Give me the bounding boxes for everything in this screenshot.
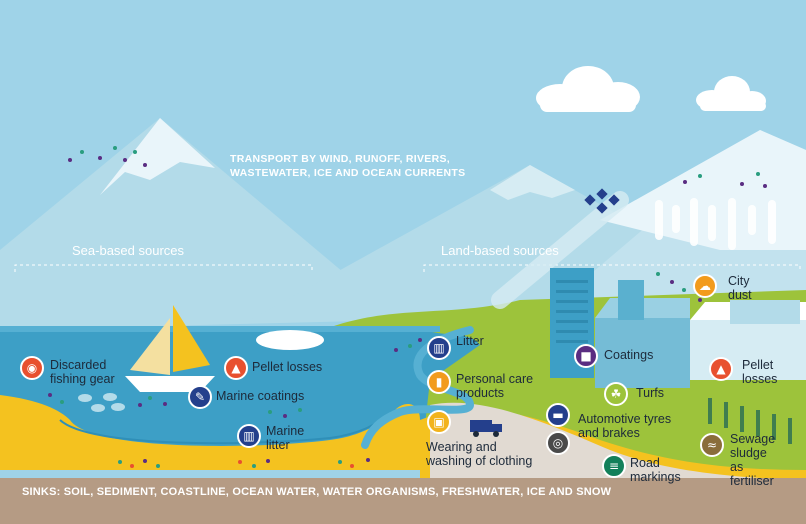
turfs-label: Turfs <box>636 386 665 400</box>
microplastic-particles <box>48 146 767 468</box>
car-icon: ▬ <box>546 403 570 427</box>
road-icon: ≡ <box>602 454 626 478</box>
pellet-icon: ▲ <box>224 356 248 380</box>
grass-icon: ☘ <box>604 382 628 406</box>
dust-icon: ☁ <box>693 274 717 298</box>
transport-line-2: WASTEWATER, ICE AND OCEAN CURRENTS <box>230 167 466 179</box>
land-sources-heading: Land-based sources <box>441 243 559 258</box>
sinks-footer: SINKS: SOIL, SEDIMENT, COASTLINE, OCEAN … <box>22 486 612 498</box>
coatings-label: Coatings <box>604 348 654 362</box>
trash-icon: ▥ <box>237 424 261 448</box>
paint-roller-icon: ■ <box>574 344 598 368</box>
litter-label: Litter <box>456 334 484 348</box>
transport-heading: TRANSPORT BY WIND, RUNOFF, RIVERS, WASTE… <box>230 152 465 180</box>
trash-icon: ▥ <box>427 336 451 360</box>
transport-line-1: TRANSPORT BY WIND, RUNOFF, RIVERS, <box>230 153 451 165</box>
sea-sources-heading: Sea-based sources <box>72 243 185 258</box>
bottle-icon: ▮ <box>427 370 451 394</box>
sludge-icon: ≈ <box>700 433 724 457</box>
tyre-icon: ◎ <box>546 431 570 455</box>
paint-icon: ✎ <box>188 385 212 409</box>
pellet-losses-sea-label: Pellet losses <box>252 360 323 374</box>
fish-icon: ◉ <box>20 356 44 380</box>
shirt-icon: ▣ <box>427 410 451 434</box>
cloud-icon <box>536 66 766 112</box>
truck <box>470 420 502 437</box>
marine-coatings-label: Marine coatings <box>216 389 305 403</box>
pellet-icon: ▲ <box>709 357 733 381</box>
